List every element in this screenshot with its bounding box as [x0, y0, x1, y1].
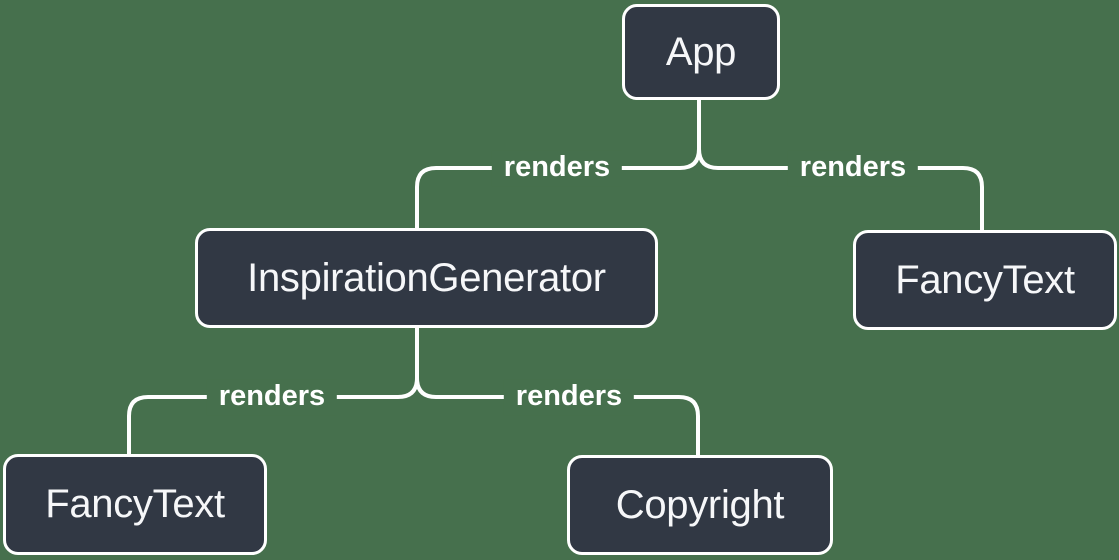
node-app: App [622, 4, 780, 100]
edge-label-app-inspiration-renders: renders [491, 150, 623, 186]
node-inspiration-generator-label: InspirationGenerator [247, 255, 606, 300]
edge-label-app-fancy-text-renders: renders [787, 150, 919, 186]
node-fancy-text-bottom-label: FancyText [45, 482, 225, 526]
node-app-label: App [665, 29, 737, 74]
edge-label-inspiration-copyright-renders: renders [503, 379, 635, 415]
node-copyright-label: Copyright [615, 482, 785, 527]
edge-label-inspiration-fancy-text-renders: renders [206, 379, 338, 415]
node-inspiration-generator: InspirationGenerator [195, 228, 658, 328]
node-fancy-text-top-label: FancyText [895, 257, 1075, 302]
node-copyright: Copyright [567, 455, 833, 555]
node-fancy-text-bottom: FancyText [3, 454, 267, 555]
node-fancy-text-top: FancyText [853, 230, 1117, 330]
